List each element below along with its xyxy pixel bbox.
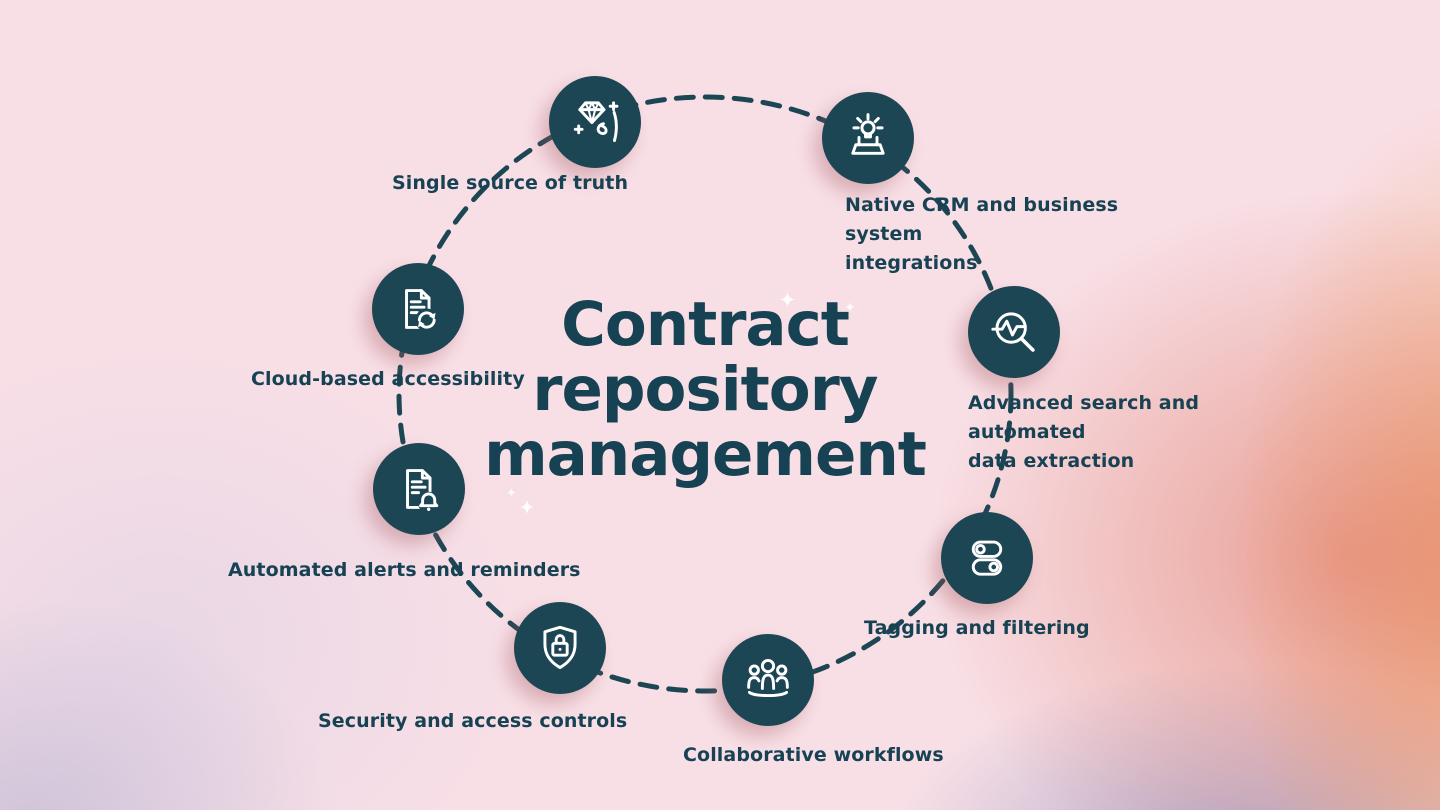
label-tagging-and-filtering: Tagging and filtering <box>864 617 1090 639</box>
label-security-access-controls: Security and access controls <box>318 710 628 732</box>
team-icon <box>747 658 789 698</box>
page-title-line: repository <box>532 354 878 425</box>
label-single-source-of-truth: Single source of truth <box>392 172 629 194</box>
document-sync-icon <box>405 289 439 332</box>
label-cloud-accessibility: Cloud-based accessibility <box>251 368 525 390</box>
shield-lock-icon <box>543 625 577 670</box>
hand-diamond-icon <box>573 101 619 143</box>
laptop-idea-icon <box>851 113 885 155</box>
sparkle-icon <box>507 488 516 497</box>
toggle-switches-icon <box>971 540 1003 576</box>
node-cloud-accessibility <box>372 263 464 355</box>
node-security-access-controls <box>514 602 606 694</box>
page-title-line: management <box>484 419 927 490</box>
label-collaborative-workflows: Collaborative workflows <box>683 744 944 766</box>
node-advanced-search <box>968 286 1060 378</box>
node-native-crm-integrations <box>822 92 914 184</box>
sparkle-icon <box>780 292 795 307</box>
node-single-source-of-truth <box>549 76 641 168</box>
label-native-crm-integrations: Native CRM and business system integrati… <box>845 194 1119 274</box>
page-title-line: Contract <box>561 289 850 360</box>
search-pulse-icon <box>991 312 1035 352</box>
sparkle-icon <box>845 302 855 312</box>
node-tagging-and-filtering <box>941 512 1033 604</box>
sparkle-icon <box>520 500 534 514</box>
label-automated-alerts: Automated alerts and reminders <box>228 559 581 581</box>
page-title: Contract repository management <box>484 289 927 490</box>
node-automated-alerts <box>373 443 465 535</box>
label-advanced-search: Advanced search and automated data extra… <box>968 392 1200 472</box>
document-bell-icon <box>406 469 440 514</box>
node-collaborative-workflows <box>722 634 814 726</box>
